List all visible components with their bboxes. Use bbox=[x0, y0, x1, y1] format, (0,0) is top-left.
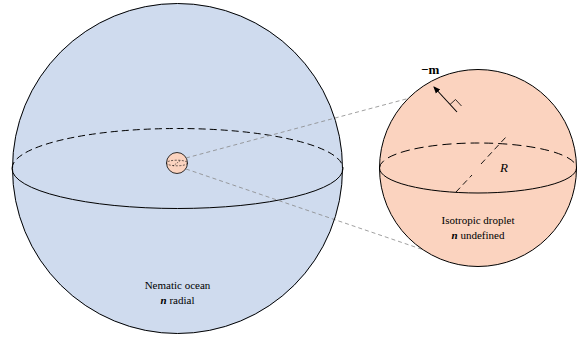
droplet-equator-front bbox=[380, 168, 577, 193]
nematic-ocean-sphere: Nematic oceann radial bbox=[12, 3, 343, 334]
region-title: Isotropic droplet bbox=[379, 213, 577, 228]
normal-label: −m bbox=[421, 62, 439, 78]
region-title: Nematic ocean bbox=[12, 278, 343, 293]
small-droplet-equator bbox=[167, 160, 188, 166]
small-droplet-radius bbox=[173, 160, 181, 166]
director-note: n undefined bbox=[379, 228, 577, 243]
isotropic-droplet-sphere: Isotropic dropletn undefined bbox=[379, 69, 577, 319]
droplet-equator-back bbox=[380, 143, 577, 168]
director-note: n radial bbox=[12, 293, 343, 308]
ocean-equator-back bbox=[12, 129, 343, 169]
droplet-fill bbox=[380, 70, 577, 267]
ocean-equator-front bbox=[12, 169, 343, 209]
ocean-fill bbox=[12, 3, 343, 334]
radius-label: R bbox=[500, 160, 508, 176]
right-angle-mark bbox=[450, 100, 462, 107]
caption-block: Nematic oceann radial bbox=[12, 278, 343, 308]
caption-block: Isotropic dropletn undefined bbox=[379, 213, 577, 243]
small-droplet bbox=[167, 153, 188, 174]
radius-line bbox=[481, 137, 506, 164]
normal-arrow bbox=[434, 87, 457, 112]
radius-line bbox=[456, 175, 472, 192]
